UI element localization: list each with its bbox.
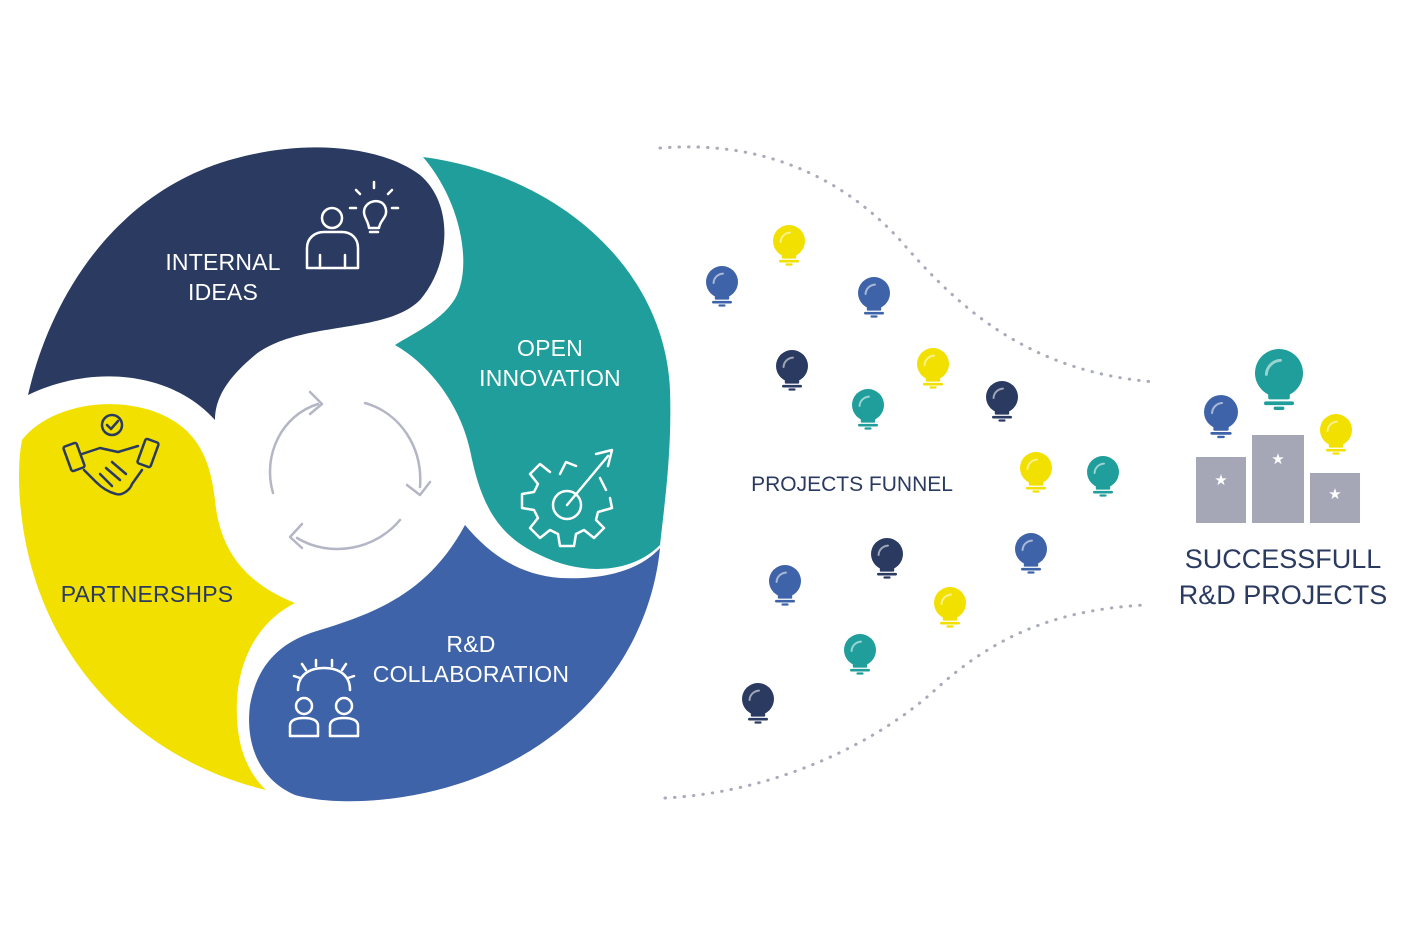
lightbulb-icon [1020, 452, 1052, 493]
lightbulb-icon [934, 587, 966, 628]
podium-block-left [1196, 457, 1246, 523]
segment-rd-collaboration [249, 525, 660, 802]
lightbulb-icon [1087, 456, 1119, 497]
lightbulb-icon [852, 389, 884, 430]
label-partnerships: PARTNERSHPS [61, 581, 234, 607]
open-innovation-line1: OPEN [517, 335, 583, 361]
segment-partnerships [19, 404, 295, 790]
star-icon: ★ [1271, 451, 1284, 468]
result-line2: R&D PROJECTS [1179, 580, 1388, 610]
star-icon: ★ [1214, 472, 1227, 489]
internal-ideas-line2: IDEAS [188, 279, 258, 305]
funnel-top-line [658, 145, 1157, 384]
cycle-arrows-icon [268, 390, 432, 551]
podium-block-right [1310, 473, 1360, 523]
star-icon: ★ [1328, 486, 1341, 503]
lightbulb-icon [776, 350, 808, 391]
lightbulb-icon [706, 266, 738, 307]
partnerships-line1: PARTNERSHPS [61, 581, 234, 607]
lightbulb-icon [1255, 349, 1303, 410]
lightbulb-icon [773, 225, 805, 266]
lightbulb-icon [917, 348, 949, 389]
open-innovation-line2: INNOVATION [479, 365, 621, 391]
lightbulb-icon [844, 634, 876, 675]
lightbulb-icon [1204, 395, 1238, 439]
internal-ideas-line1: INTERNAL [165, 249, 280, 275]
podium-icon: ★ ★ ★ [1196, 435, 1360, 523]
lightbulb-icon [1320, 414, 1352, 455]
rd-collaboration-line2: COLLABORATION [373, 661, 569, 687]
result-label: SUCCESSFULL R&D PROJECTS [1179, 544, 1388, 610]
rd-collaboration-line1: R&D [446, 631, 495, 657]
lightbulb-icon [986, 381, 1018, 422]
lightbulb-icon [1015, 533, 1047, 574]
label-internal-ideas: INTERNAL IDEAS [165, 249, 280, 305]
funnel-label: PROJECTS FUNNEL [751, 473, 953, 496]
lightbulb-icon [769, 565, 801, 606]
label-rd-collaboration: R&D COLLABORATION [373, 631, 569, 687]
lightbulb-icon [871, 538, 903, 579]
team-gear-icon [288, 658, 360, 738]
segment-open-innovation [395, 157, 671, 569]
result-line1: SUCCESSFULL [1185, 544, 1382, 574]
segment-internal-ideas [28, 147, 445, 420]
funnel-bottom-line [663, 603, 1147, 800]
podium-bulbs [1204, 349, 1352, 455]
gear-arrow-icon [520, 448, 614, 548]
person-lightbulb-icon [305, 180, 400, 270]
funnel-boundaries [658, 145, 1157, 800]
podium-block-center [1252, 435, 1304, 523]
lightbulb-icon [858, 277, 890, 318]
lightbulb-icon [742, 683, 774, 724]
funnel-bulbs [706, 225, 1119, 724]
handshake-icon [62, 413, 160, 496]
cycle-wheel [19, 147, 671, 802]
label-open-innovation: OPEN INNOVATION [479, 335, 621, 391]
